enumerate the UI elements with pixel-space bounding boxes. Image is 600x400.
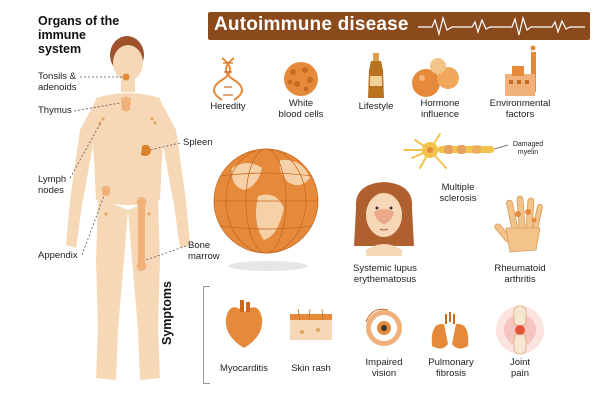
banner-title: Autoimmune disease	[214, 14, 409, 35]
thymus-organ	[121, 96, 131, 112]
cause-hormone-line-2: influence	[420, 109, 460, 120]
left-arm	[66, 100, 96, 248]
cause-hormone-line-1: Hormone	[420, 98, 460, 109]
label-lymph-line-2: nodes	[38, 185, 64, 196]
organs-title-line-2: immune	[38, 28, 86, 42]
label-lymph-line-1: Lymph	[38, 174, 67, 185]
bone-marrow-organ	[138, 200, 145, 268]
symptom-vision-line-1: Impaired	[365, 357, 403, 368]
organs-title-line-3: system	[38, 42, 82, 56]
cause-label-hormone: Hormone influence	[412, 98, 468, 120]
symptom-label-impaired-vision: Impaired vision	[356, 357, 412, 379]
symptom-label-myocarditis: Myocarditis	[214, 363, 274, 374]
symptom-pulmonary-line-1: Pulmonary	[428, 357, 474, 368]
symptom-vision-line-2: vision	[371, 368, 397, 379]
label-rheumatoid-arthritis: Rheumatoid arthritis	[488, 263, 552, 285]
ra-line-1: Rheumatoid	[494, 263, 546, 274]
lupus-line-1: Systemic lupus	[353, 263, 417, 274]
right-leg	[128, 198, 160, 380]
ra-line-2: arthritis	[504, 274, 536, 285]
label-tonsils-line-2: adenoids	[38, 82, 77, 93]
organs-title-line-1: Organs of the	[38, 14, 120, 28]
tonsils-organ	[122, 73, 130, 81]
ms-line-2: sclerosis	[439, 193, 477, 204]
cause-label-heredity: Heredity	[203, 101, 253, 112]
label-tonsils: Tonsils & adenoids	[38, 71, 77, 93]
damaged-myelin-line-1: Damaged	[512, 141, 544, 148]
symptoms-bracket	[203, 286, 210, 384]
lupus-line-2: erythematosus	[353, 274, 417, 285]
cause-wbc-line-1: White	[288, 98, 314, 109]
left-leg	[96, 198, 128, 380]
cause-label-environmental: Environmental factors	[482, 98, 558, 120]
lymph-node-marks	[98, 117, 157, 216]
cause-env-line-2: factors	[505, 109, 535, 120]
symptom-label-pulmonary-fibrosis: Pulmonary fibrosis	[422, 357, 480, 379]
label-appendix: Appendix	[38, 250, 78, 261]
label-lymph-nodes: Lymph nodes	[38, 174, 66, 196]
symptom-skin-rash-line-1: Skin rash	[291, 363, 331, 374]
cause-heredity-line-1: Heredity	[210, 101, 246, 112]
damaged-myelin-line-2: myelin	[517, 149, 539, 156]
spleen-organ	[141, 144, 151, 156]
label-bone-marrow-line-2: marrow	[188, 251, 220, 262]
label-spleen: Spleen	[183, 137, 213, 148]
cause-wbc-line-2: blood cells	[278, 109, 324, 120]
torso	[92, 93, 164, 205]
label-bone-marrow-line-1: Bone	[188, 240, 211, 251]
label-bone-marrow: Bone marrow	[188, 240, 220, 262]
ms-line-1: Multiple	[441, 182, 475, 193]
symptom-label-joint-pain: Joint pain	[496, 357, 544, 379]
cause-label-white-blood-cells: White blood cells	[275, 98, 327, 120]
symptom-pulmonary-line-2: fibrosis	[435, 368, 467, 379]
cause-label-lifestyle: Lifestyle	[350, 101, 402, 112]
organs-title: Organs of the immune system	[38, 14, 119, 56]
symptom-joint-line-2: pain	[511, 368, 529, 379]
symptom-joint-line-1: Joint	[509, 357, 531, 368]
label-damaged-myelin: Damaged myelin	[508, 141, 548, 157]
cause-env-line-1: Environmental	[489, 98, 551, 109]
appendix-organ	[102, 186, 110, 196]
right-arm	[160, 100, 190, 248]
symptom-label-skin-rash: Skin rash	[283, 363, 339, 374]
cause-lifestyle-line-1: Lifestyle	[358, 101, 394, 112]
head	[113, 45, 143, 81]
label-multiple-sclerosis: Multiple sclerosis	[428, 182, 488, 204]
symptom-myocarditis-line-1: Myocarditis	[219, 363, 269, 374]
label-tonsils-line-1: Tonsils &	[38, 71, 77, 82]
title-banner	[208, 12, 590, 40]
label-thymus: Thymus	[38, 105, 72, 116]
label-lupus: Systemic lupus erythematosus	[350, 263, 420, 285]
